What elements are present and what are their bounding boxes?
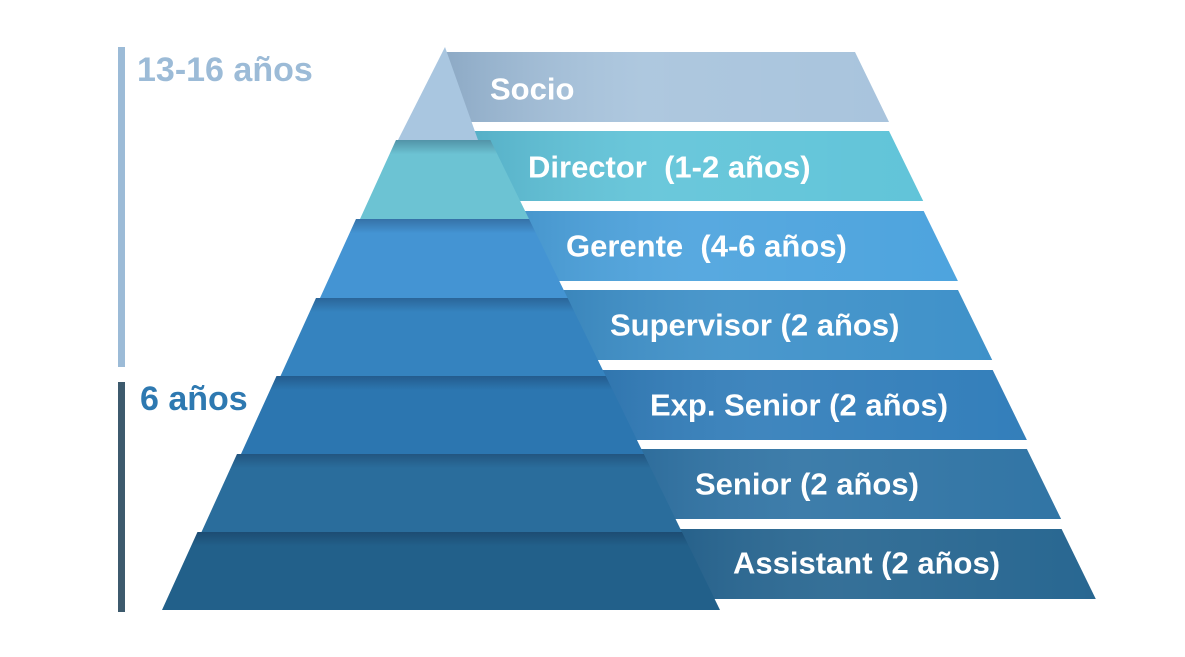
lower-range-label: 6 años bbox=[140, 380, 248, 418]
pyramid-face-senior-shade bbox=[201, 454, 682, 532]
band-label-senior: Senior (2 años) bbox=[695, 467, 919, 502]
level-labels: Socio Director (1-2 años) Gerente (4-6 a… bbox=[490, 72, 1000, 581]
band-label-exp-senior: Exp. Senior (2 años) bbox=[650, 388, 948, 423]
level-bands bbox=[441, 52, 1096, 599]
side-annotations: 13-16 años 6 años bbox=[118, 47, 313, 612]
band-director-sheen bbox=[441, 131, 924, 201]
band-senior-sheen bbox=[596, 449, 1062, 519]
upper-range-bar bbox=[118, 47, 125, 367]
pyramid-face-assistant-shade bbox=[162, 532, 720, 610]
band-exp-senior-sheen bbox=[557, 370, 1027, 440]
lower-range-bar bbox=[118, 382, 125, 612]
pyramid-faces bbox=[162, 47, 720, 610]
band-label-socio: Socio bbox=[490, 72, 574, 107]
band-assistant-sheen bbox=[635, 529, 1096, 599]
band-gerente-sheen bbox=[480, 211, 958, 281]
band-label-assistant: Assistant (2 años) bbox=[733, 546, 1000, 581]
band-label-director: Director (1-2 años) bbox=[528, 150, 811, 185]
band-supervisor-sheen bbox=[518, 290, 993, 360]
pyramid-face-gerente-shade bbox=[320, 219, 568, 298]
band-label-gerente: Gerente (4-6 años) bbox=[566, 229, 847, 264]
pyramid-face-exp-senior-shade bbox=[241, 376, 644, 454]
pyramid-face-supervisor-shade bbox=[280, 298, 606, 376]
band-label-supervisor: Supervisor (2 años) bbox=[610, 308, 899, 343]
band-socio-sheen bbox=[443, 52, 889, 122]
upper-range-label: 13-16 años bbox=[137, 51, 313, 89]
pyramid-face-socio bbox=[398, 47, 478, 140]
pyramid-face-director-shade bbox=[360, 140, 529, 219]
